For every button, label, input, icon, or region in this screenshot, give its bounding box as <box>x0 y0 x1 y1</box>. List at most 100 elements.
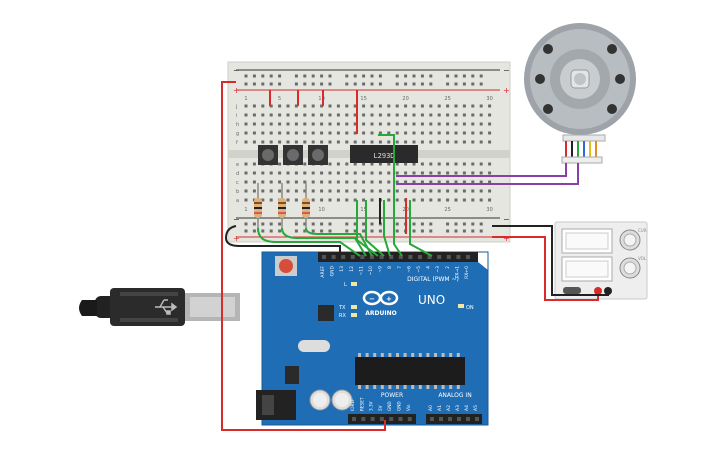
rail-hole <box>269 74 273 78</box>
breadboard-hole <box>404 180 408 184</box>
breadboard-hole <box>462 122 466 126</box>
breadboard-hole <box>488 104 492 108</box>
breadboard-hole <box>362 122 366 126</box>
rail-plus-label-bottom: + <box>233 234 240 243</box>
power-switch[interactable] <box>563 287 581 294</box>
breadboard-hole <box>378 113 382 117</box>
analog-pin-label: A2 <box>446 405 452 411</box>
breadboard-hole <box>479 198 483 202</box>
breadboard-hole <box>244 122 248 126</box>
breadboard-hole <box>412 113 416 117</box>
row-number-top: 25 <box>444 96 450 102</box>
rail-hole <box>471 229 475 233</box>
push-button-1[interactable] <box>258 145 278 165</box>
mcu-pin <box>456 353 460 357</box>
header-socket[interactable] <box>418 255 422 259</box>
capacitor-1 <box>309 389 331 411</box>
header-socket[interactable] <box>322 255 326 259</box>
breadboard-hole <box>412 171 416 175</box>
header-socket[interactable] <box>350 255 355 259</box>
breadboard-hole <box>370 131 374 135</box>
breadboard-hole <box>320 198 324 202</box>
top-jumper-wires <box>269 90 358 134</box>
header-socket[interactable] <box>427 255 432 259</box>
header-socket[interactable] <box>379 417 384 421</box>
breadboard-hole <box>269 189 273 193</box>
reset-button[interactable] <box>275 256 297 276</box>
breadboard-hole <box>311 122 315 126</box>
breadboard-hole <box>437 140 441 144</box>
header-socket[interactable] <box>389 417 394 421</box>
rail-hole <box>345 82 349 86</box>
rail-hole <box>252 82 256 86</box>
breadboard-hole <box>387 140 391 144</box>
breadboard-hole <box>404 162 408 166</box>
header-socket[interactable] <box>448 417 452 421</box>
voltage-knob[interactable] <box>619 257 641 279</box>
breadboard-hole <box>311 131 315 135</box>
breadboard-hole <box>370 140 374 144</box>
breadboard-hole <box>378 104 382 108</box>
header-socket[interactable] <box>475 417 479 421</box>
push-button-3[interactable] <box>308 145 328 165</box>
header-socket[interactable] <box>446 255 451 259</box>
breadboard-hole <box>278 113 282 117</box>
breadboard-hole <box>244 131 248 135</box>
header-socket[interactable] <box>352 417 356 421</box>
header-socket[interactable] <box>466 255 470 259</box>
digital-pin-label: AREF <box>320 266 326 278</box>
breadboard-hole <box>345 162 349 166</box>
header-socket[interactable] <box>466 417 470 421</box>
rail-hole <box>362 74 366 78</box>
header-socket[interactable] <box>398 255 403 259</box>
header-socket[interactable] <box>361 417 366 421</box>
push-button-2[interactable] <box>283 145 303 165</box>
header-socket[interactable] <box>408 255 413 259</box>
header-socket[interactable] <box>379 255 384 259</box>
header-socket[interactable] <box>407 417 412 421</box>
header-socket[interactable] <box>398 417 403 421</box>
rail-hole <box>404 82 408 86</box>
row-number-bottom: 15 <box>360 207 366 213</box>
breadboard-hole <box>336 189 340 193</box>
breadboard-hole <box>278 180 282 184</box>
breadboard-hole <box>328 122 332 126</box>
rail-hole <box>370 82 374 86</box>
rail-hole <box>252 222 256 226</box>
breadboard-hole <box>261 122 265 126</box>
current-knob[interactable] <box>619 229 641 251</box>
breadboard-hole <box>294 140 298 144</box>
dc-motor-encoder <box>524 23 636 164</box>
header-socket[interactable] <box>430 417 434 421</box>
breadboard-hole <box>278 162 282 166</box>
analog-pin-label: A3 <box>455 405 461 411</box>
arduino-brand: ARDUINO <box>365 310 396 317</box>
rail-minus-label-top: − <box>233 66 240 75</box>
header-socket[interactable] <box>341 255 346 259</box>
header-socket[interactable] <box>437 255 442 259</box>
header-socket[interactable] <box>331 255 336 259</box>
breadboard-hole <box>387 171 391 175</box>
breadboard-hole <box>387 198 391 202</box>
column-letter: i <box>236 113 237 119</box>
breadboard-hole <box>353 140 357 144</box>
rail-hole <box>303 229 307 233</box>
breadboard-hole <box>395 113 399 117</box>
breadboard-hole <box>328 198 332 202</box>
header-socket[interactable] <box>457 417 461 421</box>
header-socket[interactable] <box>370 255 374 259</box>
header-socket[interactable] <box>370 417 375 421</box>
breadboard-hole <box>420 113 424 117</box>
header-socket[interactable] <box>389 255 394 259</box>
rail-hole <box>454 82 458 86</box>
header-socket[interactable] <box>439 417 443 421</box>
breadboard-hole <box>429 189 433 193</box>
header-socket[interactable] <box>360 255 365 259</box>
breadboard-hole <box>488 131 492 135</box>
digital-pin-label: ~3 <box>435 266 441 273</box>
breadboard-hole <box>454 162 458 166</box>
breadboard-hole <box>336 140 340 144</box>
breadboard-hole <box>286 122 290 126</box>
header-socket[interactable] <box>456 255 461 259</box>
power-label: POWER <box>381 392 403 399</box>
